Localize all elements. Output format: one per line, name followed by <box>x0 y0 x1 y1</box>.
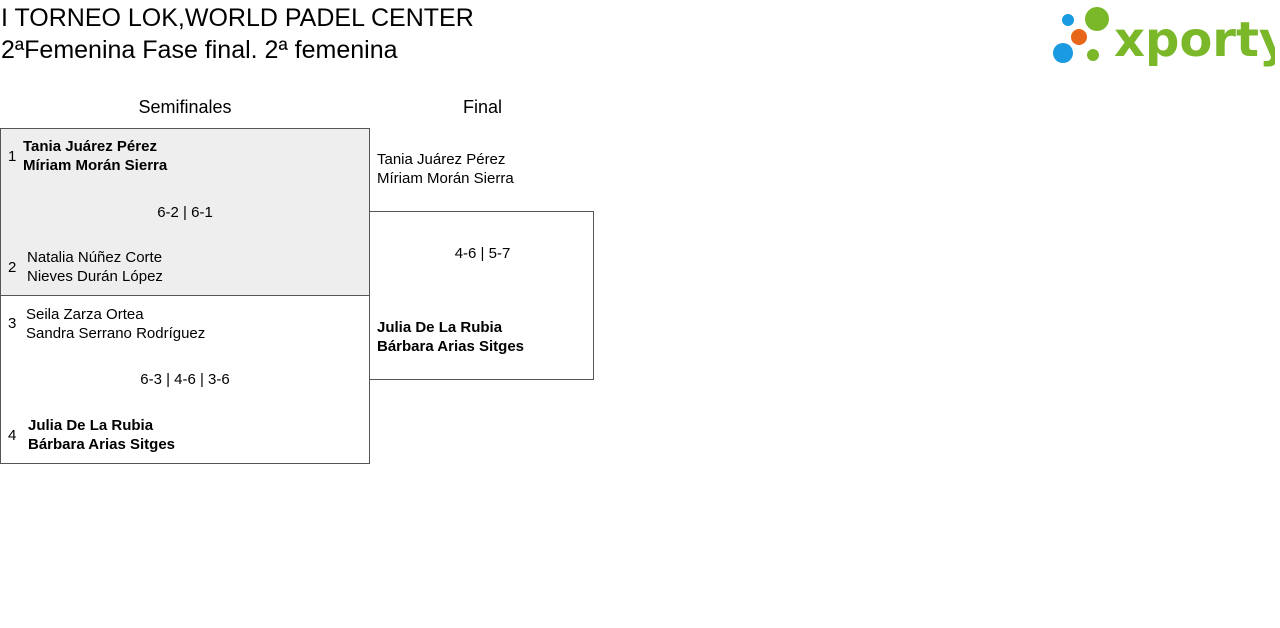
player-name: Julia De La Rubia <box>28 417 154 434</box>
player-name: Tania Juárez Pérez <box>377 151 506 168</box>
final-team-1: Tania Juárez Pérez Míriam Morán Sierra <box>377 150 514 188</box>
category-title: 2ªFemenina Fase final. 2ª femenina <box>1 36 398 64</box>
player-name: Tania Juárez Pérez <box>23 138 157 155</box>
team-2: Natalia Núñez Corte Nieves Durán López <box>27 248 163 286</box>
tournament-title: I TORNEO LOK,WORLD PADEL CENTER <box>1 4 474 32</box>
round-header-final: Final <box>462 97 502 117</box>
logo-dot-green-small <box>1087 49 1099 61</box>
team-1-winner: Tania Juárez Pérez Míriam Morán Sierra <box>23 137 167 175</box>
seed-number: 3 <box>8 315 17 332</box>
final-score: 4-6 | 5-7 <box>454 245 511 262</box>
xporty-logo: xporty <box>1053 7 1275 68</box>
round-header-semifinals: Semifinales <box>138 97 232 117</box>
player-name: Míriam Morán Sierra <box>23 157 168 174</box>
player-name: Natalia Núñez Corte <box>27 249 163 266</box>
team-4-winner: Julia De La Rubia Bárbara Arias Sitges <box>28 416 175 454</box>
seed-number: 4 <box>8 427 17 444</box>
logo-dot-blue-small <box>1062 14 1074 26</box>
logo-wordmark: xporty <box>1114 12 1275 68</box>
team-3: Seila Zarza Ortea Sandra Serrano Rodrígu… <box>26 305 205 343</box>
player-name: Bárbara Arias Sitges <box>28 436 176 453</box>
player-name: Julia De La Rubia <box>377 319 503 336</box>
player-name: Míriam Morán Sierra <box>377 170 514 187</box>
player-name: Nieves Durán López <box>27 268 163 285</box>
semifinal-match-1: 1 Tania Juárez Pérez Míriam Morán Sierra… <box>0 128 370 296</box>
player-name: Seila Zarza Ortea <box>26 306 144 323</box>
logo-dot-green-large <box>1085 7 1109 31</box>
logo-dot-orange <box>1071 29 1087 45</box>
final-team-2-winner: Julia De La Rubia Bárbara Arias Sitges <box>377 318 524 356</box>
match-score: 6-2 | 6-1 <box>157 204 213 221</box>
logo-dot-blue-large <box>1053 43 1073 63</box>
player-name: Sandra Serrano Rodríguez <box>26 325 206 342</box>
seed-number: 2 <box>8 259 17 276</box>
match-score: 6-3 | 4-6 | 3-6 <box>140 371 230 388</box>
final-match-bracket <box>369 211 594 380</box>
semifinal-match-2: 3 Seila Zarza Ortea Sandra Serrano Rodrí… <box>0 296 370 464</box>
seed-number: 1 <box>8 148 17 165</box>
player-name: Bárbara Arias Sitges <box>377 338 525 355</box>
